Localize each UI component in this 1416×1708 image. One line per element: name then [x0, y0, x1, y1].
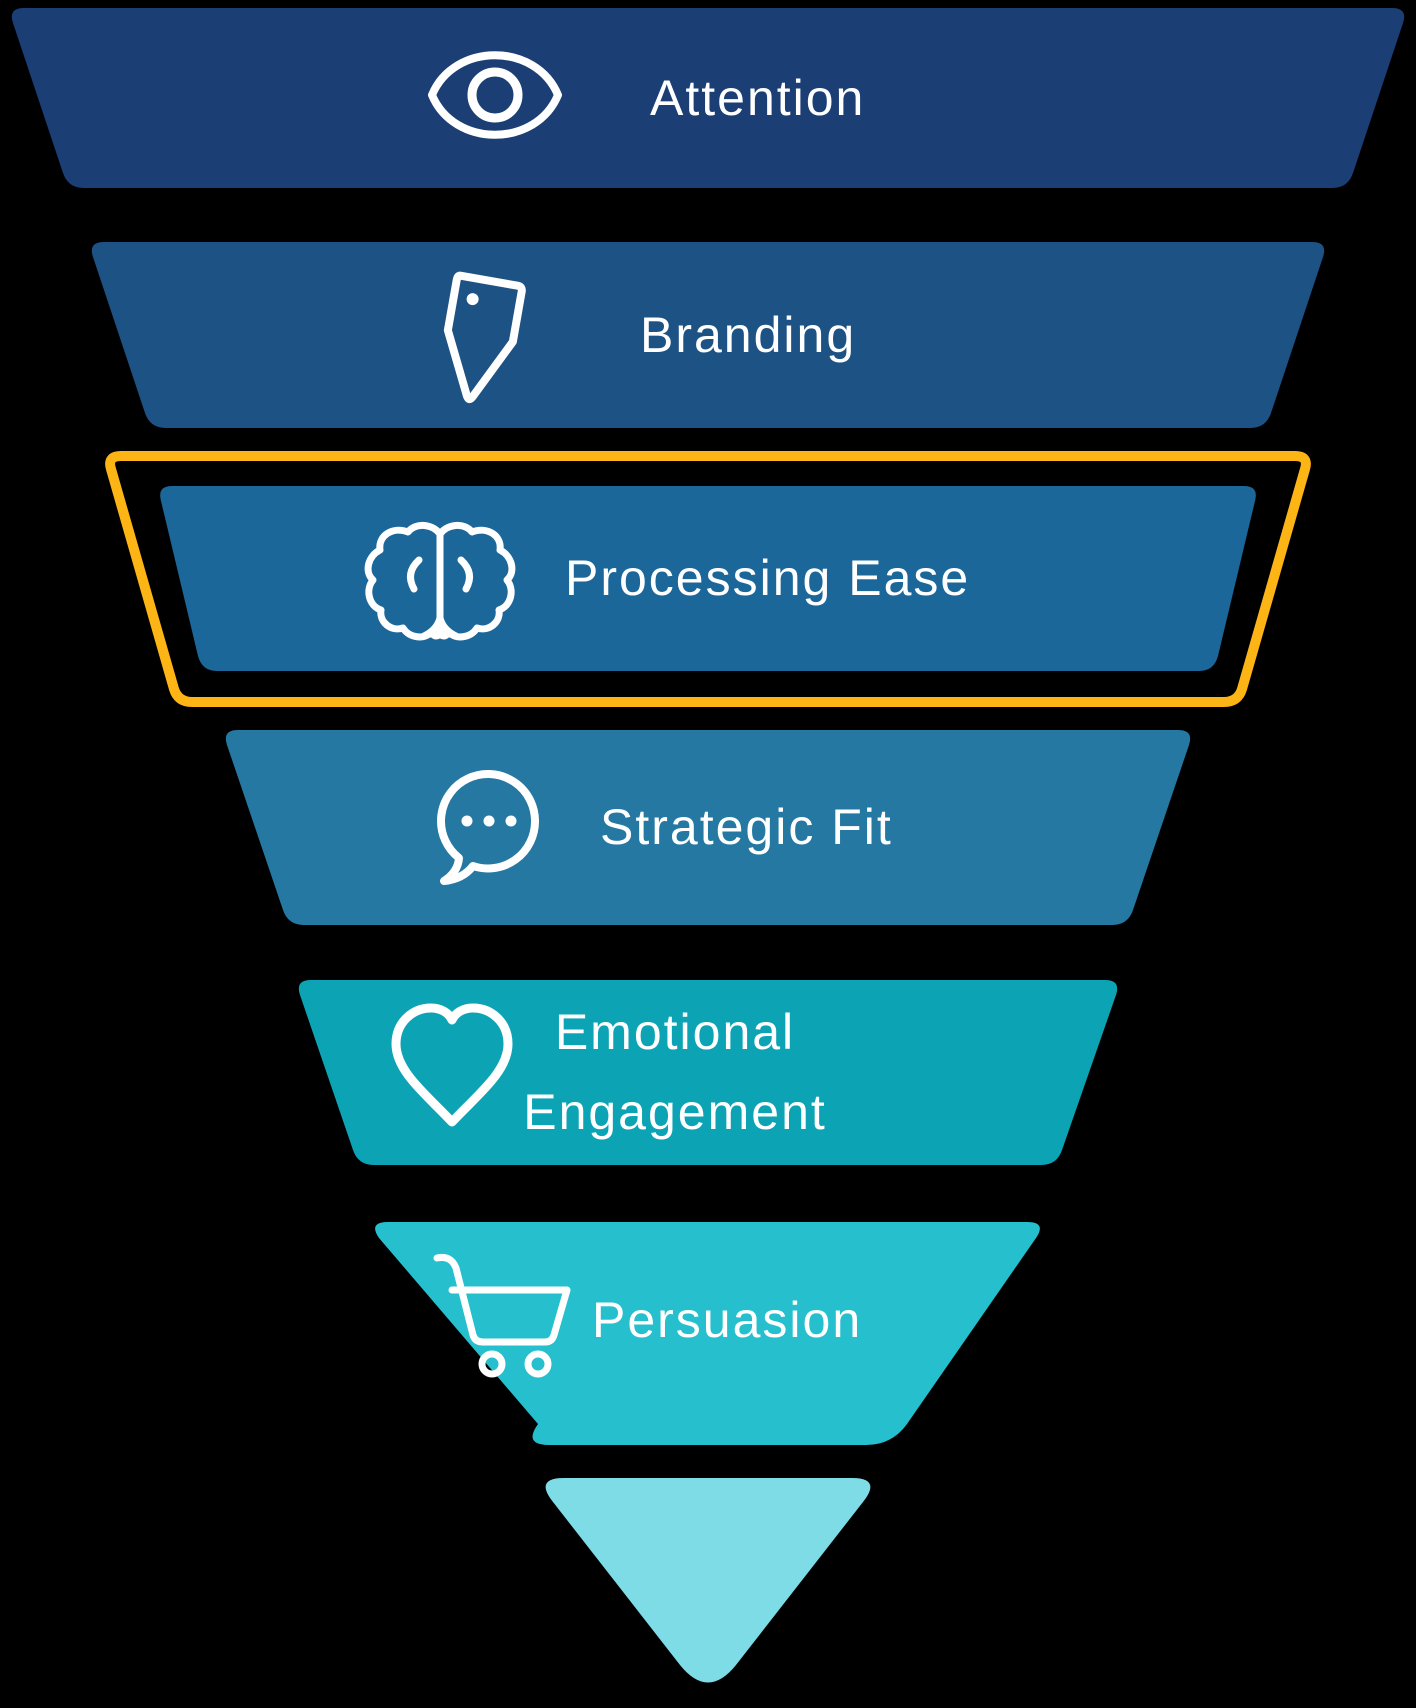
tag-icon	[443, 271, 526, 404]
brain-icon	[364, 522, 516, 641]
speech-bubble-icon	[437, 770, 540, 885]
level-label-emotional: Emotional	[555, 1004, 795, 1060]
funnel-level-branding	[91, 242, 1325, 428]
cart-icon	[433, 1254, 571, 1378]
level-label-attention: Attention	[650, 70, 865, 126]
funnel-level-persuasion	[375, 1222, 1040, 1445]
eye-icon	[428, 51, 562, 139]
level-label-engagement: Engagement	[523, 1084, 827, 1140]
level-label-processing-ease: Processing Ease	[565, 550, 970, 606]
heart-icon	[391, 1003, 513, 1127]
level-label-persuasion: Persuasion	[592, 1292, 862, 1348]
funnel-level-attention	[11, 8, 1405, 188]
highlight-frame	[105, 451, 1311, 707]
level-label-strategic-fit: Strategic Fit	[600, 799, 893, 855]
level-label-branding: Branding	[640, 307, 856, 363]
funnel-tip	[545, 1478, 871, 1683]
